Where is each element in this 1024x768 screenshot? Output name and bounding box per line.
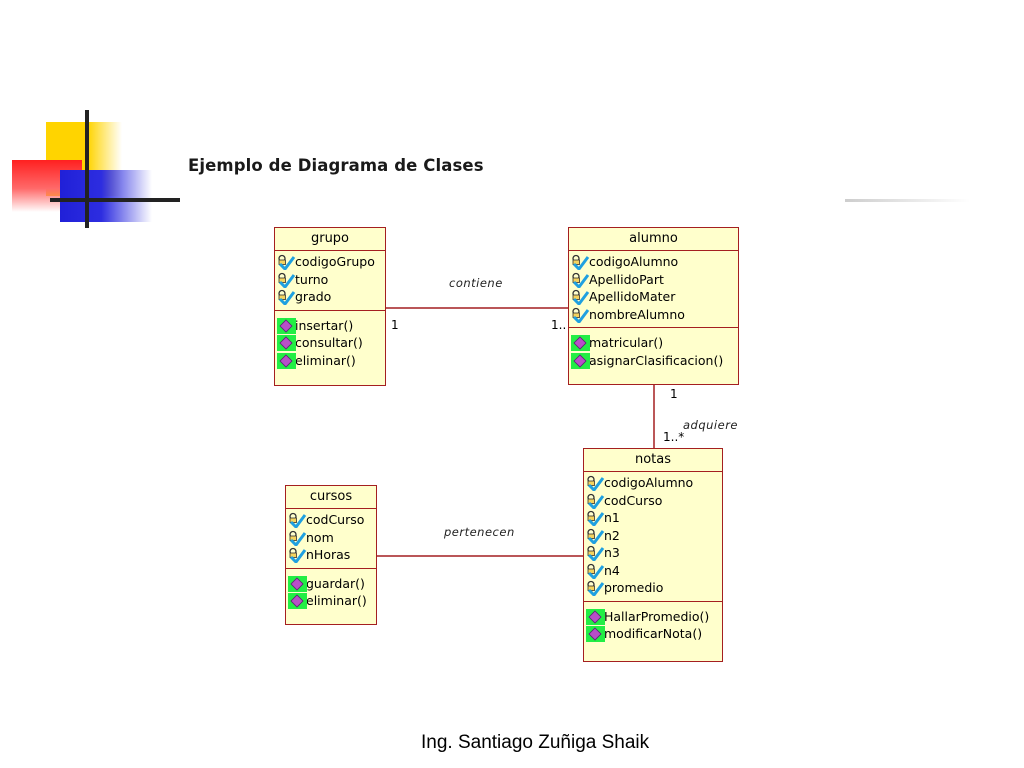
slide-title: Ejemplo de Diagrama de Clases xyxy=(188,156,484,175)
attribute-item: codigoGrupo xyxy=(275,253,385,271)
operation-item: modificarNota() xyxy=(584,625,722,643)
multiplicity-grupo: 1 xyxy=(391,318,399,332)
association-label-adquiere: adquiere xyxy=(683,418,739,432)
operation-item: HallarPromedio() xyxy=(584,608,722,626)
attribute-item: grado xyxy=(275,288,385,306)
class-name: cursos xyxy=(286,486,376,509)
attribute-item: codCurso xyxy=(286,511,376,529)
method-diamond-icon xyxy=(571,352,590,369)
attribute-list: codigoAlumno codCurso n1 n2 n3 n4 promed… xyxy=(584,472,722,602)
key-attribute-icon xyxy=(277,272,296,288)
attribute-item: n4 xyxy=(584,562,722,580)
association-label-contiene: contiene xyxy=(449,276,503,290)
operation-item: eliminar() xyxy=(275,352,385,370)
method-diamond-icon xyxy=(571,335,590,351)
method-diamond-icon xyxy=(586,626,605,642)
key-attribute-icon xyxy=(277,254,296,270)
key-attribute-icon xyxy=(288,530,307,546)
class-cursos[interactable]: cursos codCurso nom nHoras guardar() eli… xyxy=(285,485,377,625)
attribute-item: promedio xyxy=(584,579,722,597)
operation-list: matricular() asignarClasificacion() xyxy=(569,328,738,373)
operation-item: asignarClasificacion() xyxy=(569,352,738,370)
class-alumno[interactable]: alumno codigoAlumno ApellidoPart Apellid… xyxy=(568,227,739,385)
footer-author: Ing. Santiago Zuñiga Shaik xyxy=(421,732,650,753)
logo-blue-square xyxy=(60,170,152,222)
attribute-item: turno xyxy=(275,271,385,289)
method-diamond-icon xyxy=(586,608,605,625)
attribute-list: codigoGrupo turno grado xyxy=(275,251,385,311)
key-attribute-icon xyxy=(571,289,590,305)
attribute-item: n3 xyxy=(584,544,722,562)
key-attribute-icon xyxy=(586,545,605,561)
attribute-item: nombreAlumno xyxy=(569,306,738,324)
multiplicity-alumno-adquiere: 1 xyxy=(670,387,678,401)
logo-horizontal-line xyxy=(50,198,180,202)
attribute-item: codigoAlumno xyxy=(569,253,738,271)
multiplicity-notas: 1..* xyxy=(663,430,685,444)
association-label-pertenecen: pertenecen xyxy=(444,525,515,539)
key-attribute-icon xyxy=(586,475,605,491)
key-attribute-icon xyxy=(586,563,605,579)
logo-vertical-line xyxy=(85,110,89,228)
operation-item: insertar() xyxy=(275,317,385,335)
attribute-item: ApellidoMater xyxy=(569,288,738,306)
key-attribute-icon xyxy=(586,528,605,544)
class-name: grupo xyxy=(275,228,385,251)
attribute-list: codigoAlumno ApellidoPart ApellidoMater … xyxy=(569,251,738,328)
method-diamond-icon xyxy=(277,335,296,351)
attribute-item: codCurso xyxy=(584,492,722,510)
operation-list: guardar() eliminar() xyxy=(286,569,376,614)
multiplicity-alumno: 1.. xyxy=(551,318,567,332)
attribute-item: n2 xyxy=(584,527,722,545)
attribute-item: nom xyxy=(286,529,376,547)
key-attribute-icon xyxy=(288,547,307,563)
key-attribute-icon xyxy=(571,254,590,270)
method-diamond-icon xyxy=(277,352,296,369)
operation-item: eliminar() xyxy=(286,592,376,610)
key-attribute-icon xyxy=(586,493,605,509)
class-name: notas xyxy=(584,449,722,472)
operation-list: HallarPromedio() modificarNota() xyxy=(584,602,722,647)
class-name: alumno xyxy=(569,228,738,251)
method-diamond-icon xyxy=(277,317,296,334)
attribute-item: n1 xyxy=(584,509,722,527)
key-attribute-icon xyxy=(586,580,605,596)
key-attribute-icon xyxy=(571,272,590,288)
method-diamond-icon xyxy=(288,593,307,609)
attribute-item: ApellidoPart xyxy=(569,271,738,289)
key-attribute-icon xyxy=(277,289,296,305)
operation-item: consultar() xyxy=(275,334,385,352)
key-attribute-icon xyxy=(586,510,605,526)
attribute-item: codigoAlumno xyxy=(584,474,722,492)
key-attribute-icon xyxy=(288,512,307,528)
class-notas[interactable]: notas codigoAlumno codCurso n1 n2 n3 n4 … xyxy=(583,448,723,662)
title-underline-fade xyxy=(845,199,970,202)
attribute-item: nHoras xyxy=(286,546,376,564)
operation-item: guardar() xyxy=(286,575,376,593)
operation-list: insertar() consultar() eliminar() xyxy=(275,311,385,374)
key-attribute-icon xyxy=(571,307,590,323)
operation-item: matricular() xyxy=(569,334,738,352)
class-grupo[interactable]: grupo codigoGrupo turno grado insertar()… xyxy=(274,227,386,386)
method-diamond-icon xyxy=(288,575,307,592)
attribute-list: codCurso nom nHoras xyxy=(286,509,376,569)
